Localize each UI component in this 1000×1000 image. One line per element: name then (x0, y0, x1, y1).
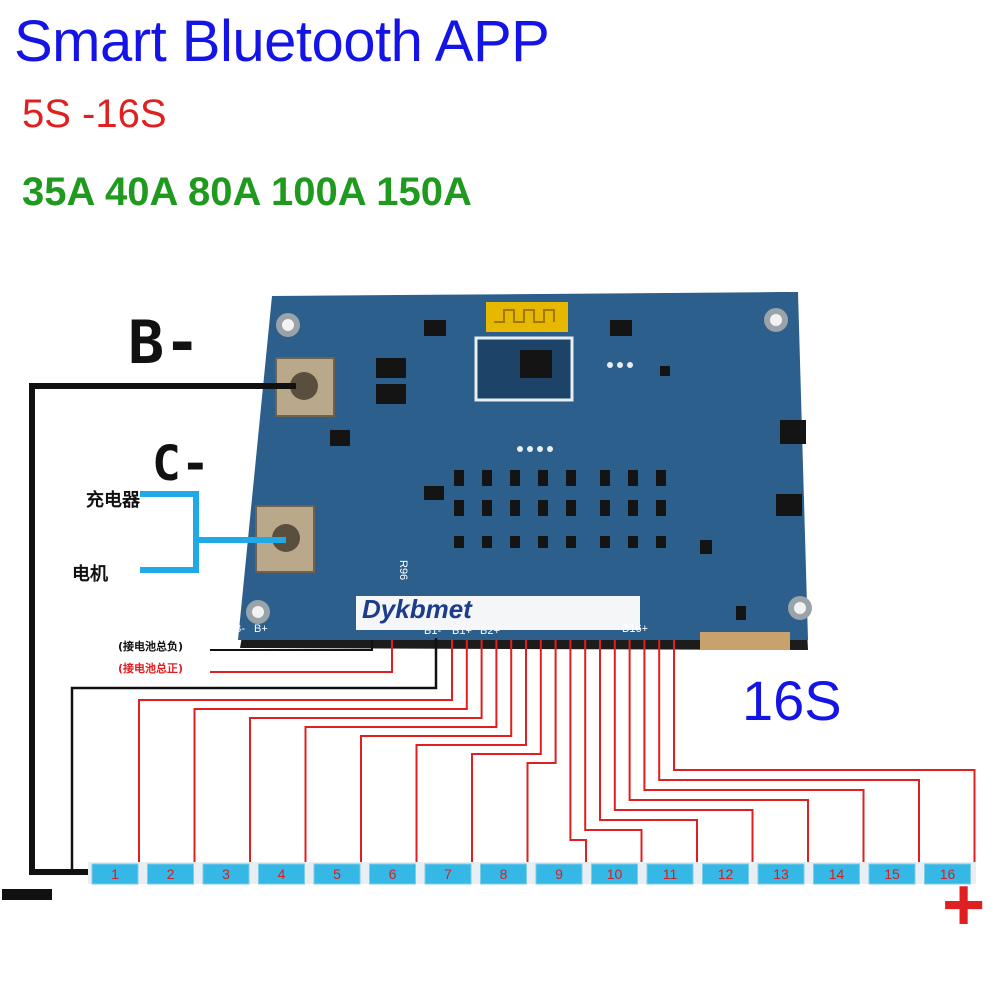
pad-b16-plus: B16+ (622, 623, 648, 635)
battery-cell (535, 863, 583, 885)
battery-cell-number: 14 (829, 866, 845, 882)
current-ratings-label: 35A 40A 80A 100A 150A (22, 170, 472, 214)
battery-cell (91, 863, 139, 885)
pack-positive-note: (接电池总正) (118, 662, 184, 675)
b-minus-label: B- (128, 308, 201, 378)
battery-cell-number: 12 (718, 866, 734, 882)
page-title: Smart Bluetooth APP (14, 9, 550, 74)
battery-cell-number: 4 (278, 866, 286, 882)
pack-positive-lead (210, 640, 393, 673)
battery-cell (480, 863, 527, 885)
balance-wire (569, 640, 587, 864)
battery-cell (424, 863, 472, 885)
balance-connector (700, 632, 790, 650)
battery-cell (646, 863, 694, 885)
c-minus-wire (140, 491, 286, 573)
balance-wire (658, 640, 920, 864)
battery-cell-number: 6 (389, 866, 397, 882)
motor-label: 电机 (72, 564, 108, 585)
positive-symbol: + (942, 863, 986, 946)
balance-wire (193, 640, 468, 864)
mounting-holes (246, 308, 812, 624)
pcb-label-strip (356, 596, 640, 630)
balance-wire (249, 640, 483, 864)
battery-cell (202, 863, 250, 885)
test-pads (517, 362, 633, 452)
battery-cell (924, 863, 971, 885)
battery-cell-number: 10 (607, 866, 623, 882)
balance-wire (415, 640, 527, 864)
battery-cell-number: 11 (663, 866, 678, 882)
pad-b1-minus: B1- (424, 625, 441, 637)
balance-wire (471, 640, 542, 864)
balance-wire (673, 640, 976, 864)
battery-cell (313, 863, 361, 885)
pack-negative-lead (210, 640, 373, 651)
cell-config-label: 16S (742, 669, 842, 732)
b-minus-wire (29, 383, 296, 875)
battery-cell-number: 5 (333, 866, 341, 882)
pcb-components (330, 320, 806, 620)
pad-b2-plus: B2+ (480, 625, 500, 637)
balance-wire (584, 640, 643, 864)
battery-cell-number: 1 (111, 866, 119, 882)
balance-wire (526, 640, 557, 864)
pack-negative-note: (接电池总负) (118, 640, 184, 653)
pad-b-plus: B+ (254, 623, 268, 635)
c-minus-label: C- (152, 436, 210, 492)
b1-minus-wire (70, 638, 438, 872)
battery-cell-number: 8 (500, 866, 508, 882)
balance-wire (304, 640, 498, 864)
battery-cell (369, 863, 416, 885)
battery-cell (868, 863, 916, 885)
battery-cell (591, 863, 638, 885)
balance-wire (599, 640, 698, 864)
balance-wire (360, 640, 513, 864)
battery-cell-number: 7 (444, 866, 452, 882)
battery-cell-number: 16 (940, 866, 956, 882)
battery-cell (147, 863, 194, 885)
balance-wire (613, 640, 754, 864)
battery-cell (702, 863, 749, 885)
battery-cell (813, 863, 860, 885)
battery-cell-number: 2 (167, 866, 175, 882)
pad-b1-plus: B1+ (452, 625, 472, 637)
balance-wire (628, 640, 809, 864)
battery-cell-number: 13 (773, 866, 789, 882)
cell-range-label: 5S -16S (22, 92, 167, 136)
bluetooth-antenna (486, 302, 568, 332)
resistor-label: R96 (397, 560, 409, 580)
battery-cell (757, 863, 805, 885)
pcb-brand-label: Dykbmet (362, 594, 472, 624)
battery-cell-number: 3 (222, 866, 230, 882)
battery-cell-number: 9 (555, 866, 563, 882)
charger-label: 充电器 (86, 490, 140, 511)
pad-b-minus: B- (234, 623, 245, 635)
balance-wire (643, 640, 865, 864)
pcb-board (238, 292, 808, 640)
negative-symbol (2, 889, 52, 900)
balance-wires (138, 640, 976, 864)
battery-cell (258, 863, 305, 885)
battery-cell-number: 15 (884, 866, 900, 882)
balance-wire (138, 640, 453, 864)
